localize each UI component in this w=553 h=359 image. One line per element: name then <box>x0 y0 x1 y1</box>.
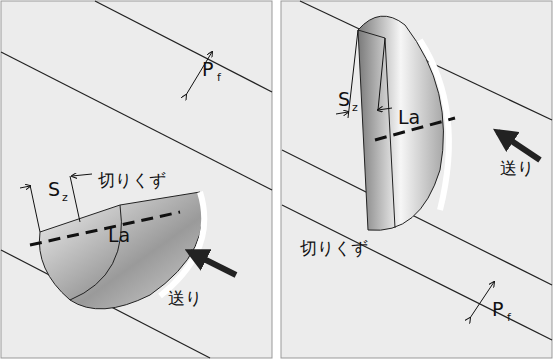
subscript-label: z <box>62 192 68 203</box>
part-label: P <box>202 60 213 79</box>
subscript-label: f <box>217 72 221 83</box>
part-label: P <box>492 300 503 319</box>
part-label: 切りくず <box>98 172 166 189</box>
part-label: S <box>48 180 60 199</box>
part-label: S <box>338 90 350 109</box>
subscript-label: z <box>352 102 358 113</box>
subscript-label: f <box>507 312 511 323</box>
part-label: 送り <box>168 290 202 307</box>
part-label: La <box>398 108 420 127</box>
part-label: La <box>108 226 130 245</box>
part-label: 切りくず <box>300 240 368 257</box>
part-label: 送り <box>500 160 534 177</box>
